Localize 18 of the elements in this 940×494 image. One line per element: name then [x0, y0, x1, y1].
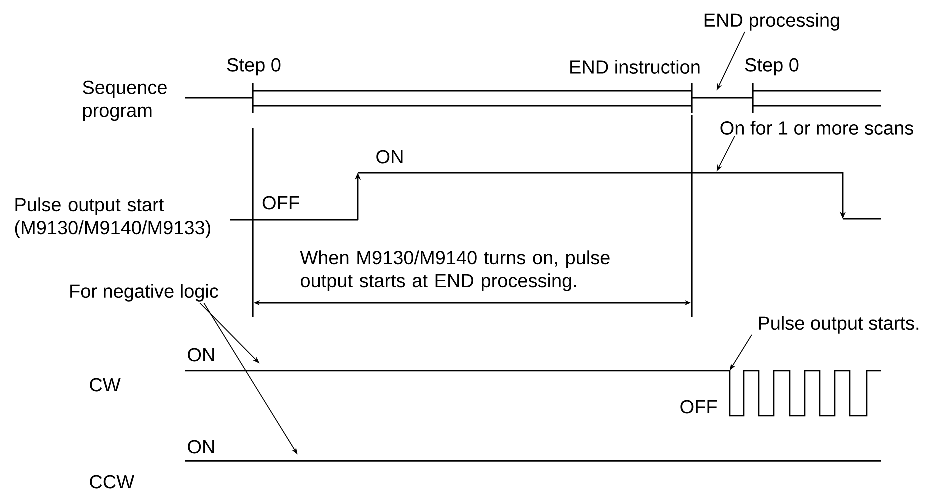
callout-text: Pulse output starts. [759, 316, 919, 334]
pulse-start-waveform [230, 172, 881, 221]
state-label: ON [188, 440, 214, 454]
callout-text: END processing [704, 13, 840, 31]
signal-name: CCW [90, 475, 134, 489]
state-label: OFF [680, 400, 718, 414]
state-label: ON [188, 348, 214, 362]
state-label: OFF [262, 196, 300, 210]
state-label: ON [376, 150, 403, 164]
signal-name: Sequence program [83, 80, 167, 122]
callout-text: On for 1 or more scans [720, 121, 914, 135]
sequence-program-drawing [184, 82, 882, 114]
callout-text: For negative logic [70, 284, 218, 302]
signal-name: CW [90, 378, 121, 392]
step-label: Step 0 [745, 58, 799, 76]
note-text: When M9130/M9140 turns on, pulse output starts at END processing. [300, 250, 610, 292]
cw-waveform [185, 370, 881, 417]
signal-name: Pulse output start (M9130/M9140/M9133) [15, 198, 210, 238]
